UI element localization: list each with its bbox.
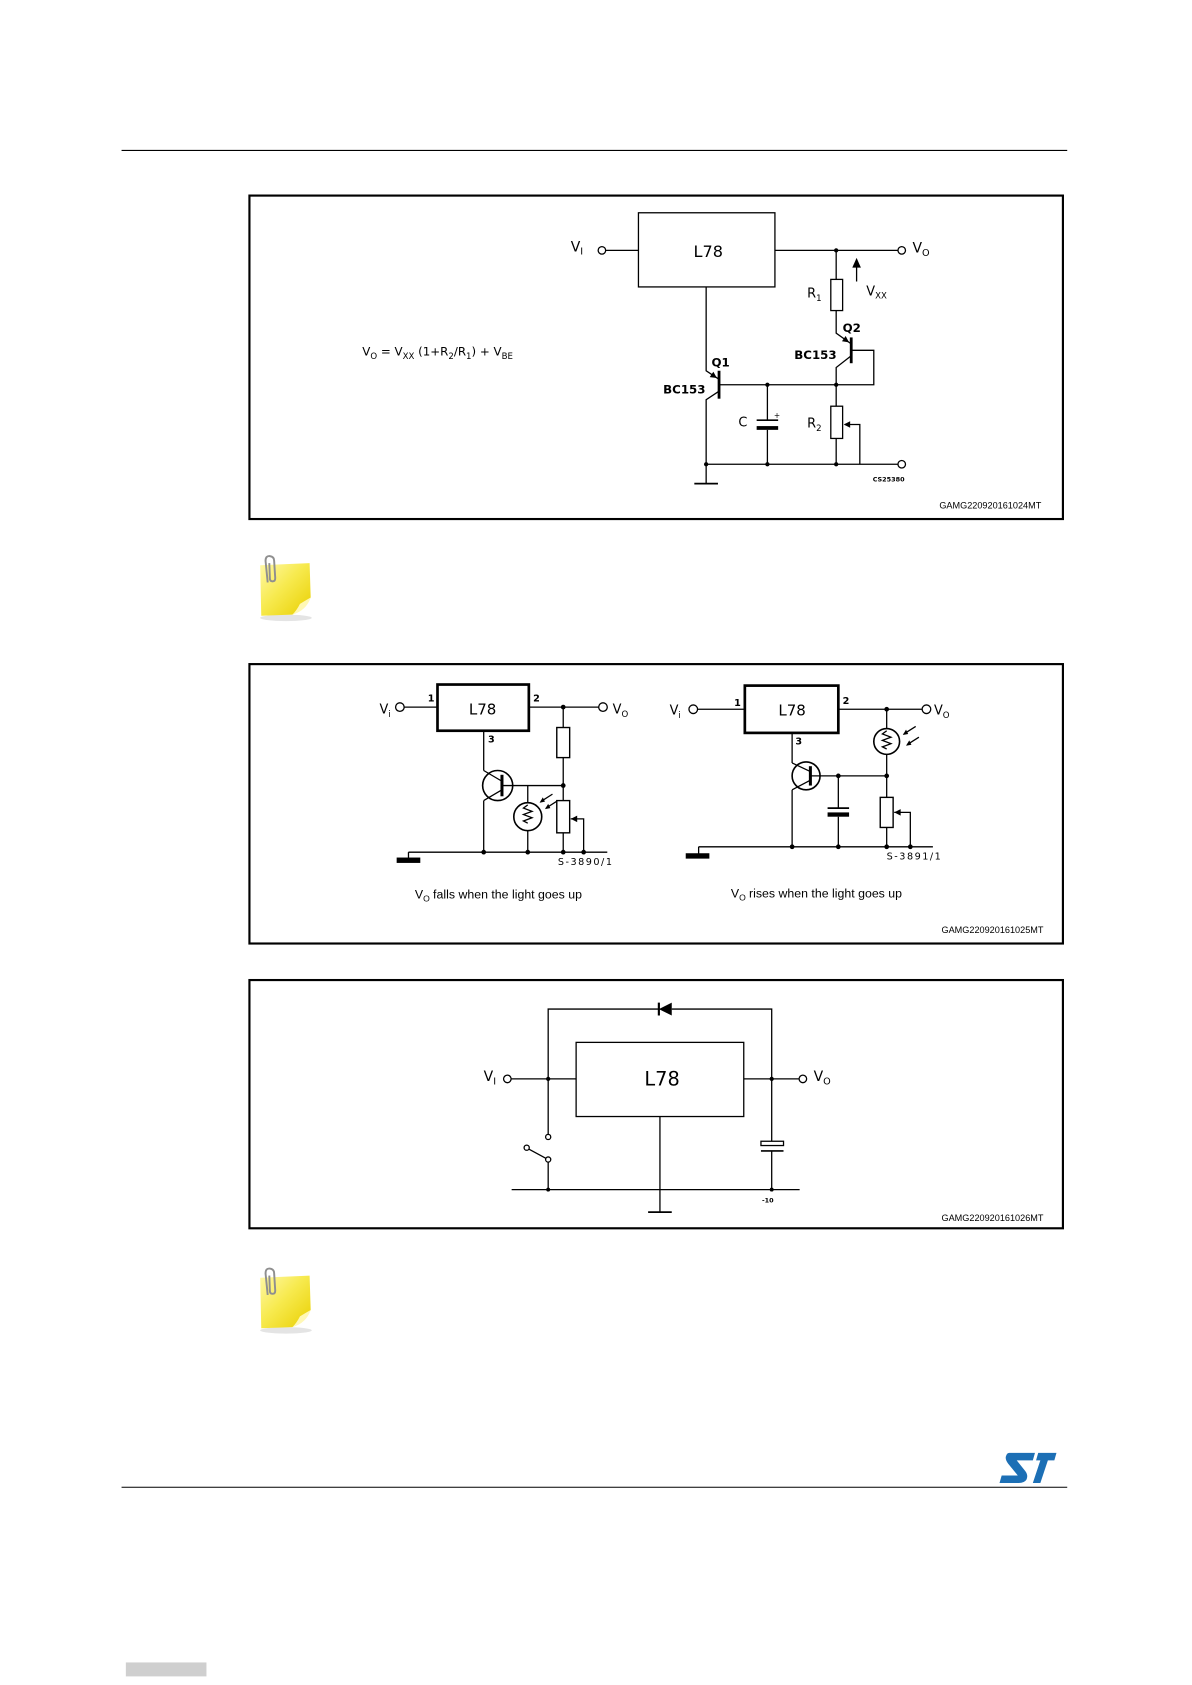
junction-dot (765, 383, 769, 387)
st-logo (1000, 1453, 1057, 1483)
r1-resistor (831, 279, 843, 310)
junction-dot (770, 1077, 774, 1081)
figure-code: GAMG220920161025MT (941, 925, 1043, 935)
capacitor-plate (757, 426, 778, 430)
junction-dot (525, 850, 530, 855)
ground-symbol (397, 858, 421, 863)
figure-2-light-controlled-regulators: L78 Vi 1 2 3 VO S (249, 664, 1062, 943)
junction-dot (561, 850, 566, 855)
pin-2-label: 2 (843, 696, 850, 707)
capacitor-polarity: + (774, 411, 780, 420)
figure-code: GAMG220920161026MT (941, 1213, 1043, 1223)
capacitor-plate (828, 812, 849, 816)
st-logo-t (1033, 1453, 1057, 1483)
output-terminal (922, 705, 931, 714)
regulator-label: L78 (778, 702, 806, 720)
junction-dot (836, 774, 841, 779)
junction-dot (884, 707, 889, 712)
figure-3-protection-diode-circuit: L78 VI VO -10 GAMG220920161026MT (249, 980, 1062, 1228)
junction-dot (884, 774, 889, 779)
regulator-label: L78 (694, 242, 723, 261)
junction-dot (765, 462, 769, 466)
top-resistor (557, 728, 570, 758)
input-terminal (504, 1075, 512, 1083)
junction-dot (834, 462, 838, 466)
st-logo-s (1000, 1453, 1035, 1483)
junction-dot (790, 844, 795, 849)
junction-dot (908, 844, 913, 849)
input-terminal (396, 703, 405, 712)
drawing-reference: S-3890/1 (558, 857, 614, 868)
junction-dot (561, 783, 566, 788)
capacitor-plate (761, 1141, 784, 1145)
ground-symbol (686, 853, 710, 858)
junction-dot (546, 1188, 550, 1192)
junction-dot (481, 850, 486, 855)
potentiometer (557, 801, 570, 833)
output-terminal (599, 703, 608, 712)
figure-1-adjustable-regulator: VO = VXX (1+R2/R1) + VBE L78 VI VO R1 VX… (249, 196, 1062, 519)
figure-code: GAMG220920161024MT (939, 500, 1041, 510)
regulator-label: L78 (644, 1067, 679, 1090)
junction-dot (836, 844, 841, 849)
junction-dot (561, 705, 566, 710)
junction-dot (704, 462, 708, 466)
switch-contact (546, 1157, 551, 1162)
capacitor-label: C (738, 416, 747, 431)
q1-type-label: BC153 (663, 382, 705, 396)
junction-dot (546, 1077, 550, 1081)
switch-contact (546, 1134, 551, 1139)
output-terminal (898, 247, 906, 255)
input-terminal (598, 247, 606, 255)
drawing-reference: CS25380 (873, 475, 905, 483)
q2-label: Q2 (843, 321, 861, 335)
footer-bar (126, 1662, 207, 1676)
note-icon (260, 556, 312, 621)
q2-type-label: BC153 (794, 348, 836, 362)
regulator-label: L78 (469, 701, 497, 719)
junction-dot (884, 844, 889, 849)
junction-dot (770, 1188, 774, 1192)
switch-contact (524, 1145, 529, 1150)
pin-3-label: 3 (488, 735, 495, 746)
r2-potentiometer (831, 406, 843, 438)
junction-dot (581, 850, 586, 855)
q1-label: Q1 (712, 355, 730, 369)
potentiometer (880, 797, 893, 827)
drawing-reference: S-3891/1 (887, 852, 943, 863)
pin-1-label: 1 (428, 694, 435, 705)
note-icon (260, 1269, 312, 1334)
capacitor-label: -10 (762, 1196, 774, 1204)
input-terminal (689, 705, 698, 714)
output-terminal (799, 1075, 807, 1083)
pin-1-label: 1 (734, 698, 741, 709)
pin-3-label: 3 (795, 737, 802, 748)
junction-dot (834, 383, 838, 387)
ground-terminal (898, 460, 906, 468)
pin-2-label: 2 (533, 694, 540, 705)
junction-dot (834, 248, 838, 252)
